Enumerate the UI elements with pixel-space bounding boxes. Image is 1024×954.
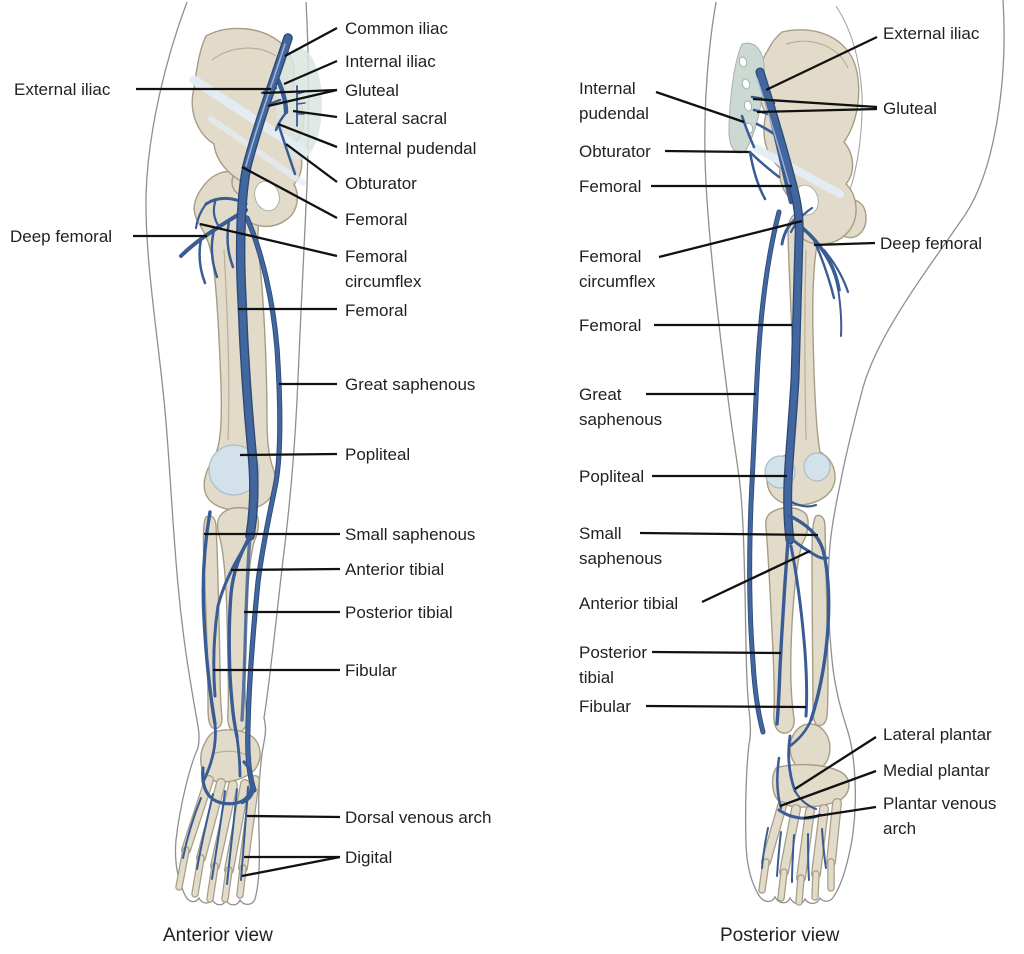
deep-femoral-label: Deep femoral (10, 227, 113, 246)
internal-pudendal-leader-line (277, 122, 338, 149)
plantar-venous-arch-label: Plantar venous arch (883, 794, 997, 838)
femoral-upper-label: Femoral (345, 210, 408, 229)
popliteal-label: Popliteal (345, 445, 411, 464)
leader-lines-layer (133, 26, 878, 878)
lateral-plantar-label: Lateral plantar (883, 725, 992, 744)
gluteal-leader-line (267, 88, 338, 108)
femoral-lower-label: Femoral (345, 301, 408, 320)
lateral-sacral-label: Lateral sacral (345, 109, 448, 128)
posterior-tibial-label: Posterior tibial (345, 603, 453, 622)
deep-femoral-post-label: Deep femoral (880, 234, 983, 253)
obturator-post-leader-line (664, 149, 750, 154)
internal-pudendal-vein-posterior (740, 114, 756, 149)
patella-bone (208, 444, 260, 496)
posterior-leg-veins (761, 514, 831, 883)
fibular-vein-posterior (789, 544, 809, 718)
medial-plantar-vein (776, 756, 783, 810)
anterior-tibial-post-leader-line (701, 549, 811, 604)
external-iliac-label: External iliac (14, 80, 111, 99)
femoral-circumflex-label: Femoral circumflex (345, 247, 422, 291)
popliteal-post-label: Popliteal (579, 467, 645, 486)
external-iliac-post-leader-line (765, 35, 878, 92)
small-saphenous-vein-posterior (788, 514, 831, 722)
common-iliac-label: Common iliac (345, 19, 448, 38)
obturator-label: Obturator (345, 174, 417, 193)
medial-plantar-label: Medial plantar (883, 761, 990, 780)
small-saphenous-post-label: Small saphenous (579, 524, 663, 568)
small-saphenous-post-leader-line (639, 531, 819, 537)
obturator-leader-line (285, 143, 338, 183)
lateral-sacral-leader-line (292, 109, 338, 119)
internal-pudendal-post-label: Internal pudendal (579, 79, 649, 123)
femoral-popliteal-vein-trunk (756, 68, 803, 544)
obturator-vein (277, 124, 297, 176)
plantar-venous-arch-leader-line (803, 805, 877, 820)
common-iliac-leader-line (284, 26, 338, 58)
posterior-view-caption: Posterior view (720, 925, 840, 946)
gluteal-post-leader-line (752, 97, 878, 109)
fibular-label: Fibular (345, 661, 397, 680)
femoral-upper-post-label: Femoral (579, 177, 642, 196)
femoral-circumflex-post-leader-line (658, 219, 803, 259)
fibula-bone-posterior (811, 514, 829, 727)
dorsal-venous-arch-vein (201, 760, 254, 806)
fibular-vein (212, 538, 251, 698)
anterior-body-outline (145, 1, 310, 906)
small-saphenous-label: Small saphenous (345, 525, 476, 544)
lateral-plantar-leader-line (794, 736, 877, 790)
great-saphenous-vein-posterior (747, 210, 781, 734)
anterior-tibial-post-label: Anterior tibial (579, 594, 679, 613)
dorsal-venous-arch-leader-line (246, 814, 341, 819)
femoral-circumflex-leader-line (199, 222, 338, 258)
posterior-body-outline (704, 0, 1005, 905)
great-saphenous-vein (245, 216, 282, 792)
anterior-tibial-leader-line (230, 567, 341, 572)
gluteal-post-label: Gluteal (883, 99, 937, 118)
internal-pudendal-vein (274, 112, 287, 132)
lateral-plantar-vein (787, 734, 797, 793)
digital-label: Digital (345, 848, 393, 867)
femoral-circumflex-post-label: Femoral circumflex (579, 247, 656, 291)
fibular-post-leader-line (645, 704, 807, 709)
deep-femoral-post-leader-line (813, 241, 876, 247)
dorsal-venous-arch-label: Dorsal venous arch (345, 808, 492, 827)
posterior-tibial-vein (240, 534, 252, 722)
small-saphenous-vein (201, 510, 217, 726)
posterior-tibial-post-label: Posterior tibial (579, 643, 648, 687)
obturator-vein-posterior (748, 150, 781, 179)
medial-plantar-leader-line (779, 769, 877, 808)
external-iliac-post-label: External iliac (883, 24, 980, 43)
anterior-tibial-vein (227, 534, 252, 739)
internal-pudendal-label: Internal pudendal (345, 139, 477, 158)
femoral-upper-leader-line (241, 165, 338, 220)
gluteal-post-leader-line (756, 107, 878, 114)
anterior-leg-veins (182, 510, 256, 885)
gluteal-label: Gluteal (345, 81, 399, 100)
internal-pudendal-post-leader-line (655, 90, 745, 124)
femoral-lower-post-label: Femoral (579, 316, 642, 335)
anterior-figure-artwork (145, 1, 322, 906)
digital-leader-line (241, 855, 341, 878)
posterior-tibial-vein-posterior (775, 538, 790, 726)
great-saphenous-label: Great saphenous (345, 375, 476, 394)
anterior-tibial-label: Anterior tibial (345, 560, 445, 579)
gluteal-leader-line (262, 88, 338, 95)
popliteal-leader-line (239, 452, 338, 457)
obturator-post-label: Obturator (579, 142, 651, 161)
digital-vein (182, 797, 202, 859)
anterior-tibial-vein-posterior (791, 538, 829, 560)
posterior-tibial-post-leader-line (651, 650, 782, 655)
great-saphenous-post-label: Great saphenous (579, 385, 663, 429)
internal-iliac-label: Internal iliac (345, 52, 436, 71)
posterior-figure-artwork (704, 0, 1005, 906)
sacrum-bone (728, 42, 765, 154)
fibular-post-label: Fibular (579, 697, 631, 716)
anterior-view-caption: Anterior view (163, 925, 273, 946)
internal-iliac-leader-line (283, 59, 338, 86)
